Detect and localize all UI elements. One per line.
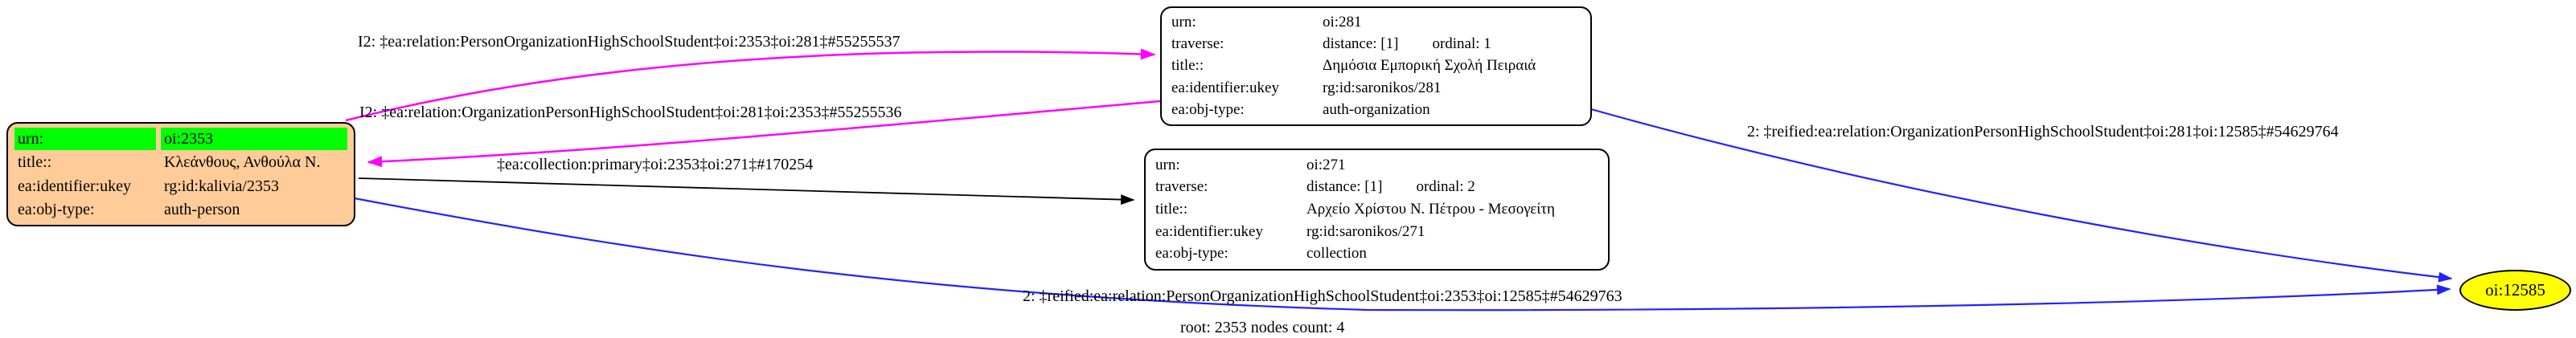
node-row-objtype: ea:obj-type: collection	[1152, 243, 1602, 264]
node-row-objtype: ea:obj-type: auth-organization	[1168, 100, 1584, 120]
row-value: distance: [1] ordinal: 2	[1303, 177, 1602, 198]
row-value: distance: [1] ordinal: 1	[1319, 34, 1584, 55]
edge-label-reified-org: 2: ‡reified:ea:relation:OrganizationPers…	[1747, 123, 2339, 140]
node-person-2353[interactable]: urn: oi:2353 title:: Κλεάνθους, Ανθούλα …	[6, 122, 355, 226]
row-key: traverse:	[1171, 35, 1224, 53]
row-value: Αρχείο Χρίστου Ν. Πέτρου - Μεσογείτη	[1306, 200, 1555, 218]
row-key: ea:identifier:ukey	[1155, 222, 1263, 240]
edge-label-org-to-person: I2: ‡ea:relation:OrganizationPersonHighS…	[359, 104, 902, 121]
traverse-distance: distance: [1]	[1306, 178, 1383, 196]
node-reified-12585[interactable]: oi:12585	[2459, 270, 2571, 311]
row-key: ea:identifier:ukey	[18, 177, 132, 195]
node-row-title: title:: Δημόσια Εμπορική Σχολή Πειραιά	[1168, 55, 1584, 76]
node-row-traverse: traverse: distance: [1] ordinal: 1	[1168, 34, 1584, 55]
node-row-ukey: ea:identifier:ukey rg:id:saronikos/271	[1152, 222, 1602, 242]
edge-collection-primary	[358, 177, 1135, 206]
row-value: Δημόσια Εμπορική Σχολή Πειραιά	[1323, 57, 1536, 75]
node-row-traverse: traverse: distance: [1] ordinal: 2	[1152, 177, 1602, 198]
row-key: traverse:	[1155, 178, 1208, 196]
node-row-title: title:: Αρχείο Χρίστου Ν. Πέτρου - Μεσογ…	[1152, 199, 1602, 220]
row-value: oi:2353	[161, 128, 347, 151]
row-key: urn:	[1171, 14, 1196, 31]
node-organization-281[interactable]: urn: oi:281 traverse: distance: [1] ordin…	[1160, 6, 1592, 126]
row-key: ea:identifier:ukey	[1171, 79, 1279, 96]
node-row-ukey: ea:identifier:ukey rg:id:saronikos/281	[1168, 78, 1584, 99]
row-value: auth-organization	[1323, 100, 1430, 118]
row-key: title::	[1171, 57, 1204, 75]
row-key: title::	[18, 153, 52, 172]
node-org-body: urn: oi:281 traverse: distance: [1] ordin…	[1162, 8, 1590, 124]
node-row-urn: urn: oi:281	[1168, 12, 1584, 33]
traverse-distance: distance: [1]	[1323, 35, 1399, 53]
edge-label-reified-person: 2: ‡reified:ea:relation:PersonOrganizati…	[1023, 287, 1622, 305]
row-value: oi:281	[1323, 14, 1362, 31]
row-key: ea:obj-type:	[18, 200, 95, 218]
row-value: auth-person	[164, 200, 240, 218]
traverse-ordinal: ordinal: 1	[1432, 35, 1491, 53]
row-value: rg:id:saronikos/281	[1323, 79, 1442, 96]
traverse-ordinal: ordinal: 2	[1416, 178, 1475, 196]
row-value: collection	[1306, 245, 1367, 263]
node-row-ukey: ea:identifier:ukey rg:id:kalivia/2353	[14, 175, 347, 198]
row-value: oi:271	[1306, 156, 1346, 173]
row-value: rg:id:kalivia/2353	[164, 177, 279, 195]
row-key: ea:obj-type:	[1155, 245, 1229, 263]
edge-label-collection-primary: ‡ea:collection:primary‡oi:2353‡oi:271‡#1…	[497, 156, 814, 173]
edge-label-person-to-org: I2: ‡ea:relation:PersonOrganizationHighS…	[358, 33, 900, 51]
row-key: title::	[1155, 200, 1188, 218]
graph-root-label: root: 2353 nodes count: 4	[1180, 319, 1345, 336]
row-value: Κλεάνθους, Ανθούλα Ν.	[164, 153, 321, 172]
row-key: urn:	[1155, 156, 1180, 173]
node-row-objtype: ea:obj-type: auth-person	[14, 198, 347, 221]
node-collection-271[interactable]: urn: oi:271 traverse: distance: [1] ordin…	[1144, 149, 1610, 271]
node-row-urn: urn: oi:2353	[14, 128, 347, 151]
row-key: ea:obj-type:	[1171, 100, 1245, 118]
node-person-body: urn: oi:2353 title:: Κλεάνθους, Ανθούλα …	[8, 124, 354, 225]
node-row-urn: urn: oi:271	[1152, 155, 1602, 176]
row-key: urn:	[14, 128, 156, 151]
ellipse-label: oi:12585	[2485, 280, 2545, 299]
row-value: rg:id:saronikos/271	[1306, 222, 1425, 240]
node-row-title: title:: Κλεάνθους, Ανθούλα Ν.	[14, 151, 347, 173]
node-collection-body: urn: oi:271 traverse: distance: [1] ordin…	[1146, 150, 1608, 269]
